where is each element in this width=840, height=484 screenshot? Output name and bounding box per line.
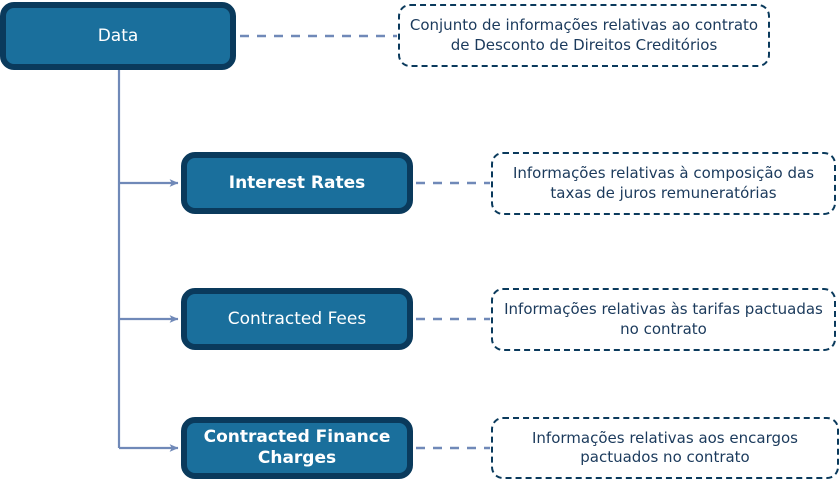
node-interest-rates[interactable]: Interest Rates <box>181 152 413 214</box>
node-label-contracted-fees: Contracted Fees <box>227 308 367 329</box>
note-interest-rates: Informações relativas à composição das t… <box>491 152 836 215</box>
note-contracted-fees: Informações relativas às tarifas pactuad… <box>491 288 836 351</box>
note-label-interest-rates: Informações relativas à composição das t… <box>512 164 815 202</box>
node-data-root[interactable]: Data <box>0 2 236 70</box>
note-label-contracted-finance-charges: Informações relativas aos encargos pactu… <box>531 428 798 467</box>
note-contracted-finance-charges: Informações relativas aos encargos pactu… <box>491 417 839 479</box>
note-label-data-root: Conjunto de informações relativas ao con… <box>409 16 759 54</box>
node-label-data-root: Data <box>97 25 139 46</box>
node-contracted-fees[interactable]: Contracted Fees <box>181 288 413 350</box>
note-data-root: Conjunto de informações relativas ao con… <box>398 4 770 67</box>
node-label-interest-rates: Interest Rates <box>228 172 366 193</box>
node-label-contracted-finance-charges: Contracted Finance Charges <box>203 427 391 468</box>
note-label-contracted-fees: Informações relativas às tarifas pactuad… <box>504 300 823 338</box>
node-contracted-finance-charges[interactable]: Contracted Finance Charges <box>181 417 413 479</box>
